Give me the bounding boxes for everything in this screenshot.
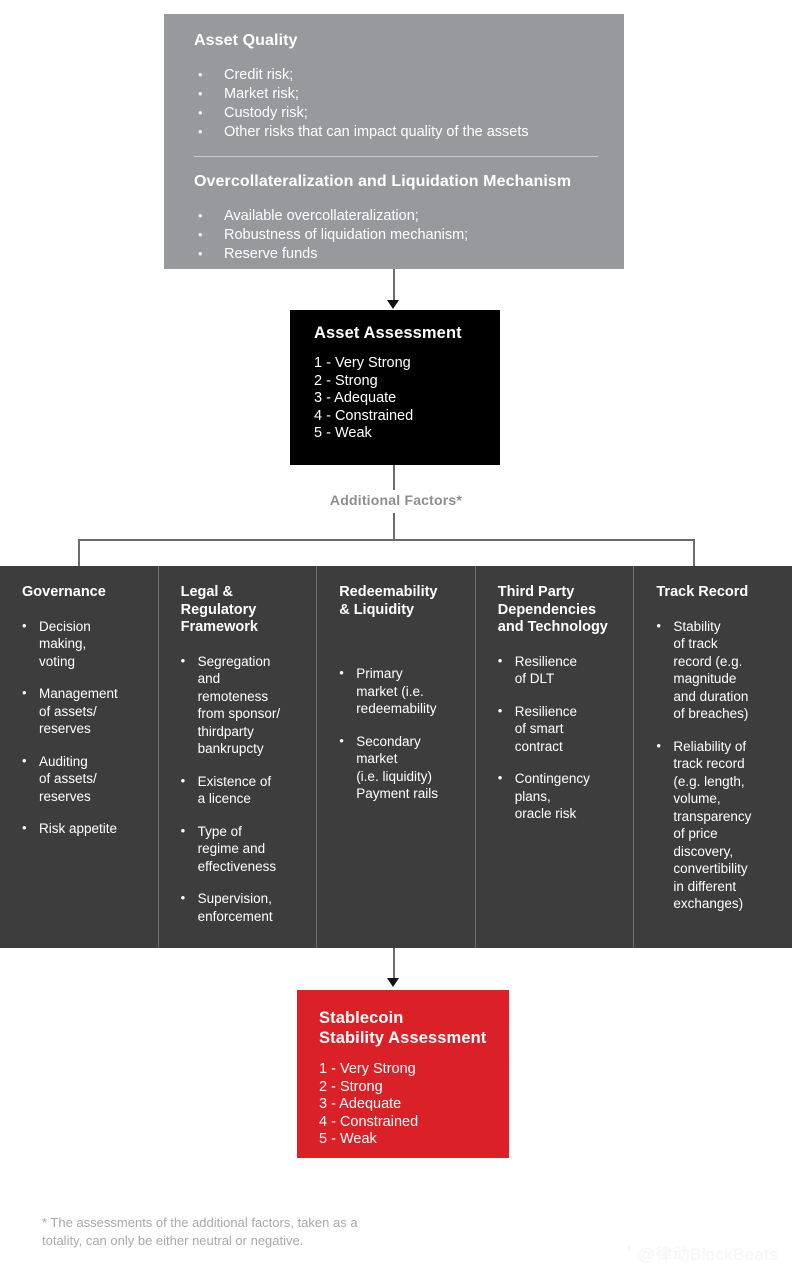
stablecoin-assessment-heading: Stablecoin Stability Assessment [319, 1009, 487, 1047]
column-title: Legal & Regulatory Framework [180, 584, 258, 635]
column-bullet-list: Primary market (i.e. redeemability Secon… [339, 664, 461, 803]
list-item: 5 - Weak [314, 425, 372, 441]
list-item: Custody risk; [194, 103, 598, 123]
list-item: Decision making, voting [22, 617, 144, 671]
list-item: 2 - Strong [314, 372, 378, 389]
list-item: Market risk; [194, 84, 598, 104]
asset-assessment-box: Asset Assessment 1 - Very Strong 2 - Str… [290, 310, 500, 465]
asset-assessment-heading: Asset Assessment [314, 324, 462, 342]
list-item: 3 - Adequate [314, 390, 397, 406]
connector-line-label-to-bracket [393, 513, 395, 540]
list-item: 4 - Constrained [319, 1113, 419, 1130]
column-title: Redeemability & Liquidity [339, 584, 438, 618]
list-item: Stability of track record (e.g. magnitud… [656, 617, 778, 723]
list-item: Auditing of assets/ reserves [22, 752, 144, 806]
stablecoin-assessment-scale: 1 - Very Strong 2 - Strong 3 - Adequate … [319, 1061, 509, 1149]
asset-quality-bullet-list: Credit risk; Market risk; Custody risk; … [194, 65, 598, 142]
column-bullet-list: Segregation and remoteness from sponsor/… [181, 652, 303, 926]
list-item: Existence of a licence [181, 772, 303, 808]
list-item: 4 - Constrained [314, 407, 414, 424]
list-item: 2 - Strong [319, 1078, 383, 1095]
column-bullet-list: Decision making, voting Management of as… [22, 617, 144, 838]
connector-drop-col-1 [78, 539, 80, 567]
column-bullet-list: Stability of track record (e.g. magnitud… [656, 617, 778, 913]
list-item: Available overcollateralization; [194, 206, 598, 226]
connector-bracket-horizontal [78, 539, 694, 541]
asset-quality-heading: Asset Quality [194, 32, 298, 49]
list-item: 1 - Very Strong [314, 355, 411, 371]
column-title: Governance [22, 584, 106, 600]
factor-column-legal-regulatory: Legal & Regulatory Framework Segregation… [159, 566, 318, 948]
list-item: Robustness of liquidation mechanism; [194, 225, 598, 245]
diamond-logo-icon [605, 1236, 650, 1268]
list-item: 3 - Adequate [319, 1096, 402, 1112]
connector-line-top [393, 269, 395, 302]
overcollateralization-heading: Overcollateralization and Liquidation Me… [194, 173, 572, 190]
asset-quality-box: Asset Quality Credit risk; Market risk; … [164, 14, 624, 269]
footnote: * The assessments of the additional fact… [42, 1215, 358, 1248]
column-bullet-list: Resilience of DLT Resilience of smart co… [498, 652, 620, 823]
list-item: Reliability of track record (e.g. length… [656, 737, 778, 913]
list-item: Secondary market (i.e. liquidity) Paymen… [339, 732, 461, 803]
connector-line-assessment-to-label [393, 465, 395, 490]
section-divider [194, 156, 598, 157]
additional-factors-label: Additional Factors* [329, 492, 463, 508]
list-item: Reserve funds [194, 244, 598, 264]
overcollateralization-bullet-list: Available overcollateralization; Robustn… [194, 206, 598, 264]
stablecoin-stability-assessment-box: Stablecoin Stability Assessment 1 - Very… [297, 990, 509, 1158]
additional-factors-panel: Governance Decision making, voting Manag… [0, 566, 792, 948]
list-item: Other risks that can impact quality of t… [194, 122, 598, 142]
watermark: @律动BlockBeats [605, 1236, 778, 1268]
list-item: Resilience of DLT [498, 652, 620, 688]
list-item: Type of regime and effectiveness [181, 822, 303, 876]
list-item: Supervision, enforcement [181, 889, 303, 925]
connector-line-bottom [393, 948, 395, 980]
factor-column-track-record: Track Record Stability of track record (… [634, 566, 792, 948]
list-item: Segregation and remoteness from sponsor/… [181, 652, 303, 758]
list-item: Risk appetite [22, 819, 144, 838]
column-title: Third Party Dependencies and Technology [497, 584, 608, 635]
factor-column-redeemability-liquidity: Redeemability & Liquidity Primary market… [317, 566, 476, 948]
list-item: Credit risk; [194, 65, 598, 85]
list-item: Primary market (i.e. redeemability [339, 664, 461, 718]
list-item: 5 - Weak [319, 1131, 377, 1147]
connector-arrow-bottom [387, 978, 399, 987]
list-item: Management of assets/ reserves [22, 684, 144, 738]
factor-column-governance: Governance Decision making, voting Manag… [0, 566, 159, 948]
list-item: Resilience of smart contract [498, 702, 620, 756]
list-item: Contingency plans, oracle risk [498, 769, 620, 823]
column-title: Track Record [656, 584, 749, 600]
list-item: 1 - Very Strong [319, 1061, 416, 1077]
watermark-text: @律动BlockBeats [637, 1245, 778, 1264]
factor-column-third-party-dependencies: Third Party Dependencies and Technology … [476, 566, 635, 948]
asset-assessment-scale: 1 - Very Strong 2 - Strong 3 - Adequate … [314, 355, 500, 443]
connector-drop-col-5 [693, 539, 695, 567]
connector-arrow-top [387, 300, 399, 309]
